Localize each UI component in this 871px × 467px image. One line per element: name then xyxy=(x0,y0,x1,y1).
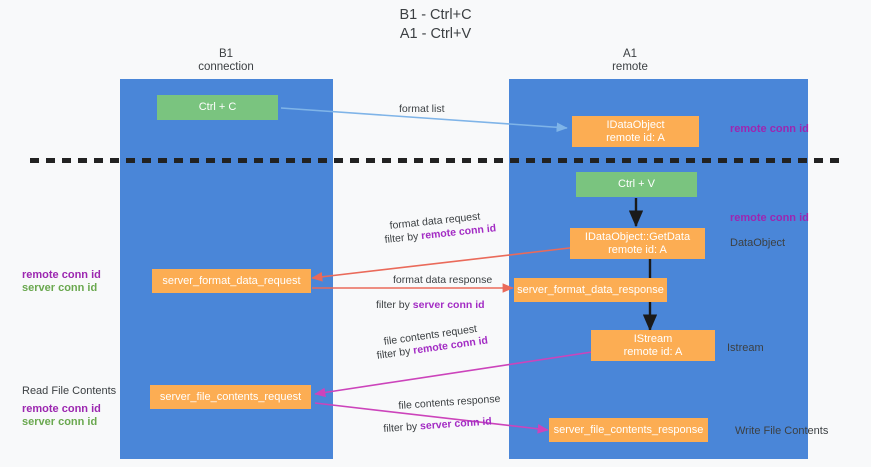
box-idataobject[interactable]: IDataObject remote id: A xyxy=(572,116,699,147)
column-header-b1-role: connection xyxy=(198,61,254,73)
column-header-b1-name: B1 xyxy=(218,48,234,60)
box-server-format-data-response[interactable]: server_format_data_response xyxy=(514,278,667,302)
title-line-2: A1 - Ctrl+V xyxy=(399,26,472,42)
annotation-dataobject: DataObject xyxy=(730,237,786,249)
edge-label-format-list: format list xyxy=(399,103,445,115)
box-server-file-contents-request-label: server_file_contents_request xyxy=(159,390,302,403)
box-idataobject-line2: remote id: A xyxy=(606,131,665,144)
annotation-remote-conn-id-top: remote conn id xyxy=(730,123,809,135)
column-header-b1: B1 connection xyxy=(166,48,286,74)
box-idataobject-getdata[interactable]: IDataObject::GetData remote id: A xyxy=(570,228,705,259)
edge-label-file-contents-response: file contents response xyxy=(398,392,501,412)
edge-label-format-data-response: format data response xyxy=(393,274,493,286)
edge-label-file-contents-response-filter: filter by server conn id xyxy=(383,415,493,435)
annotation-left-server-conn-id-bottom: server conn id xyxy=(22,416,98,428)
box-idataobject-line1: IDataObject xyxy=(606,118,665,131)
title-line-1: B1 - Ctrl+C xyxy=(399,7,472,23)
column-header-a1-name: A1 xyxy=(622,48,638,60)
annotation-left-remote-conn-id-mid: remote conn id xyxy=(22,269,101,281)
annotation-read-file-contents: Read File Contents xyxy=(22,385,117,397)
box-server-file-contents-request[interactable]: server_file_contents_request xyxy=(150,385,311,409)
annotation-write-file-contents: Write File Contents xyxy=(735,425,829,437)
box-istream-line1: IStream xyxy=(633,332,673,345)
box-server-file-contents-response-label: server_file_contents_response xyxy=(553,423,704,436)
annotation-left-server-conn-id-mid: server conn id xyxy=(22,282,98,294)
box-server-format-data-response-label: server_format_data_response xyxy=(517,283,664,296)
box-server-format-data-request-label: server_format_data_request xyxy=(162,274,301,287)
box-ctrl-v-label: Ctrl + V xyxy=(618,178,655,190)
page-title: B1 - Ctrl+C A1 - Ctrl+V xyxy=(0,6,871,44)
annotation-istream: Istream xyxy=(727,342,764,354)
edge-label-format-data-response-filter: filter by server conn id xyxy=(376,299,485,311)
box-ctrl-c[interactable]: Ctrl + C xyxy=(157,95,278,120)
phase-divider xyxy=(30,158,842,163)
column-header-a1-role: remote xyxy=(612,61,648,73)
box-getdata-line1: IDataObject::GetData xyxy=(584,230,691,243)
box-ctrl-v[interactable]: Ctrl + V xyxy=(576,172,697,197)
box-ctrl-c-label: Ctrl + C xyxy=(198,101,237,113)
box-server-file-contents-response[interactable]: server_file_contents_response xyxy=(549,418,708,442)
box-istream-line2: remote id: A xyxy=(623,345,683,358)
box-server-format-data-request[interactable]: server_format_data_request xyxy=(152,269,311,293)
annotation-remote-conn-id-mid: remote conn id xyxy=(730,212,809,224)
box-istream[interactable]: IStream remote id: A xyxy=(591,330,715,361)
column-header-a1: A1 remote xyxy=(570,48,690,74)
box-getdata-line2: remote id: A xyxy=(608,243,667,256)
annotation-left-remote-conn-id-bottom: remote conn id xyxy=(22,403,101,415)
